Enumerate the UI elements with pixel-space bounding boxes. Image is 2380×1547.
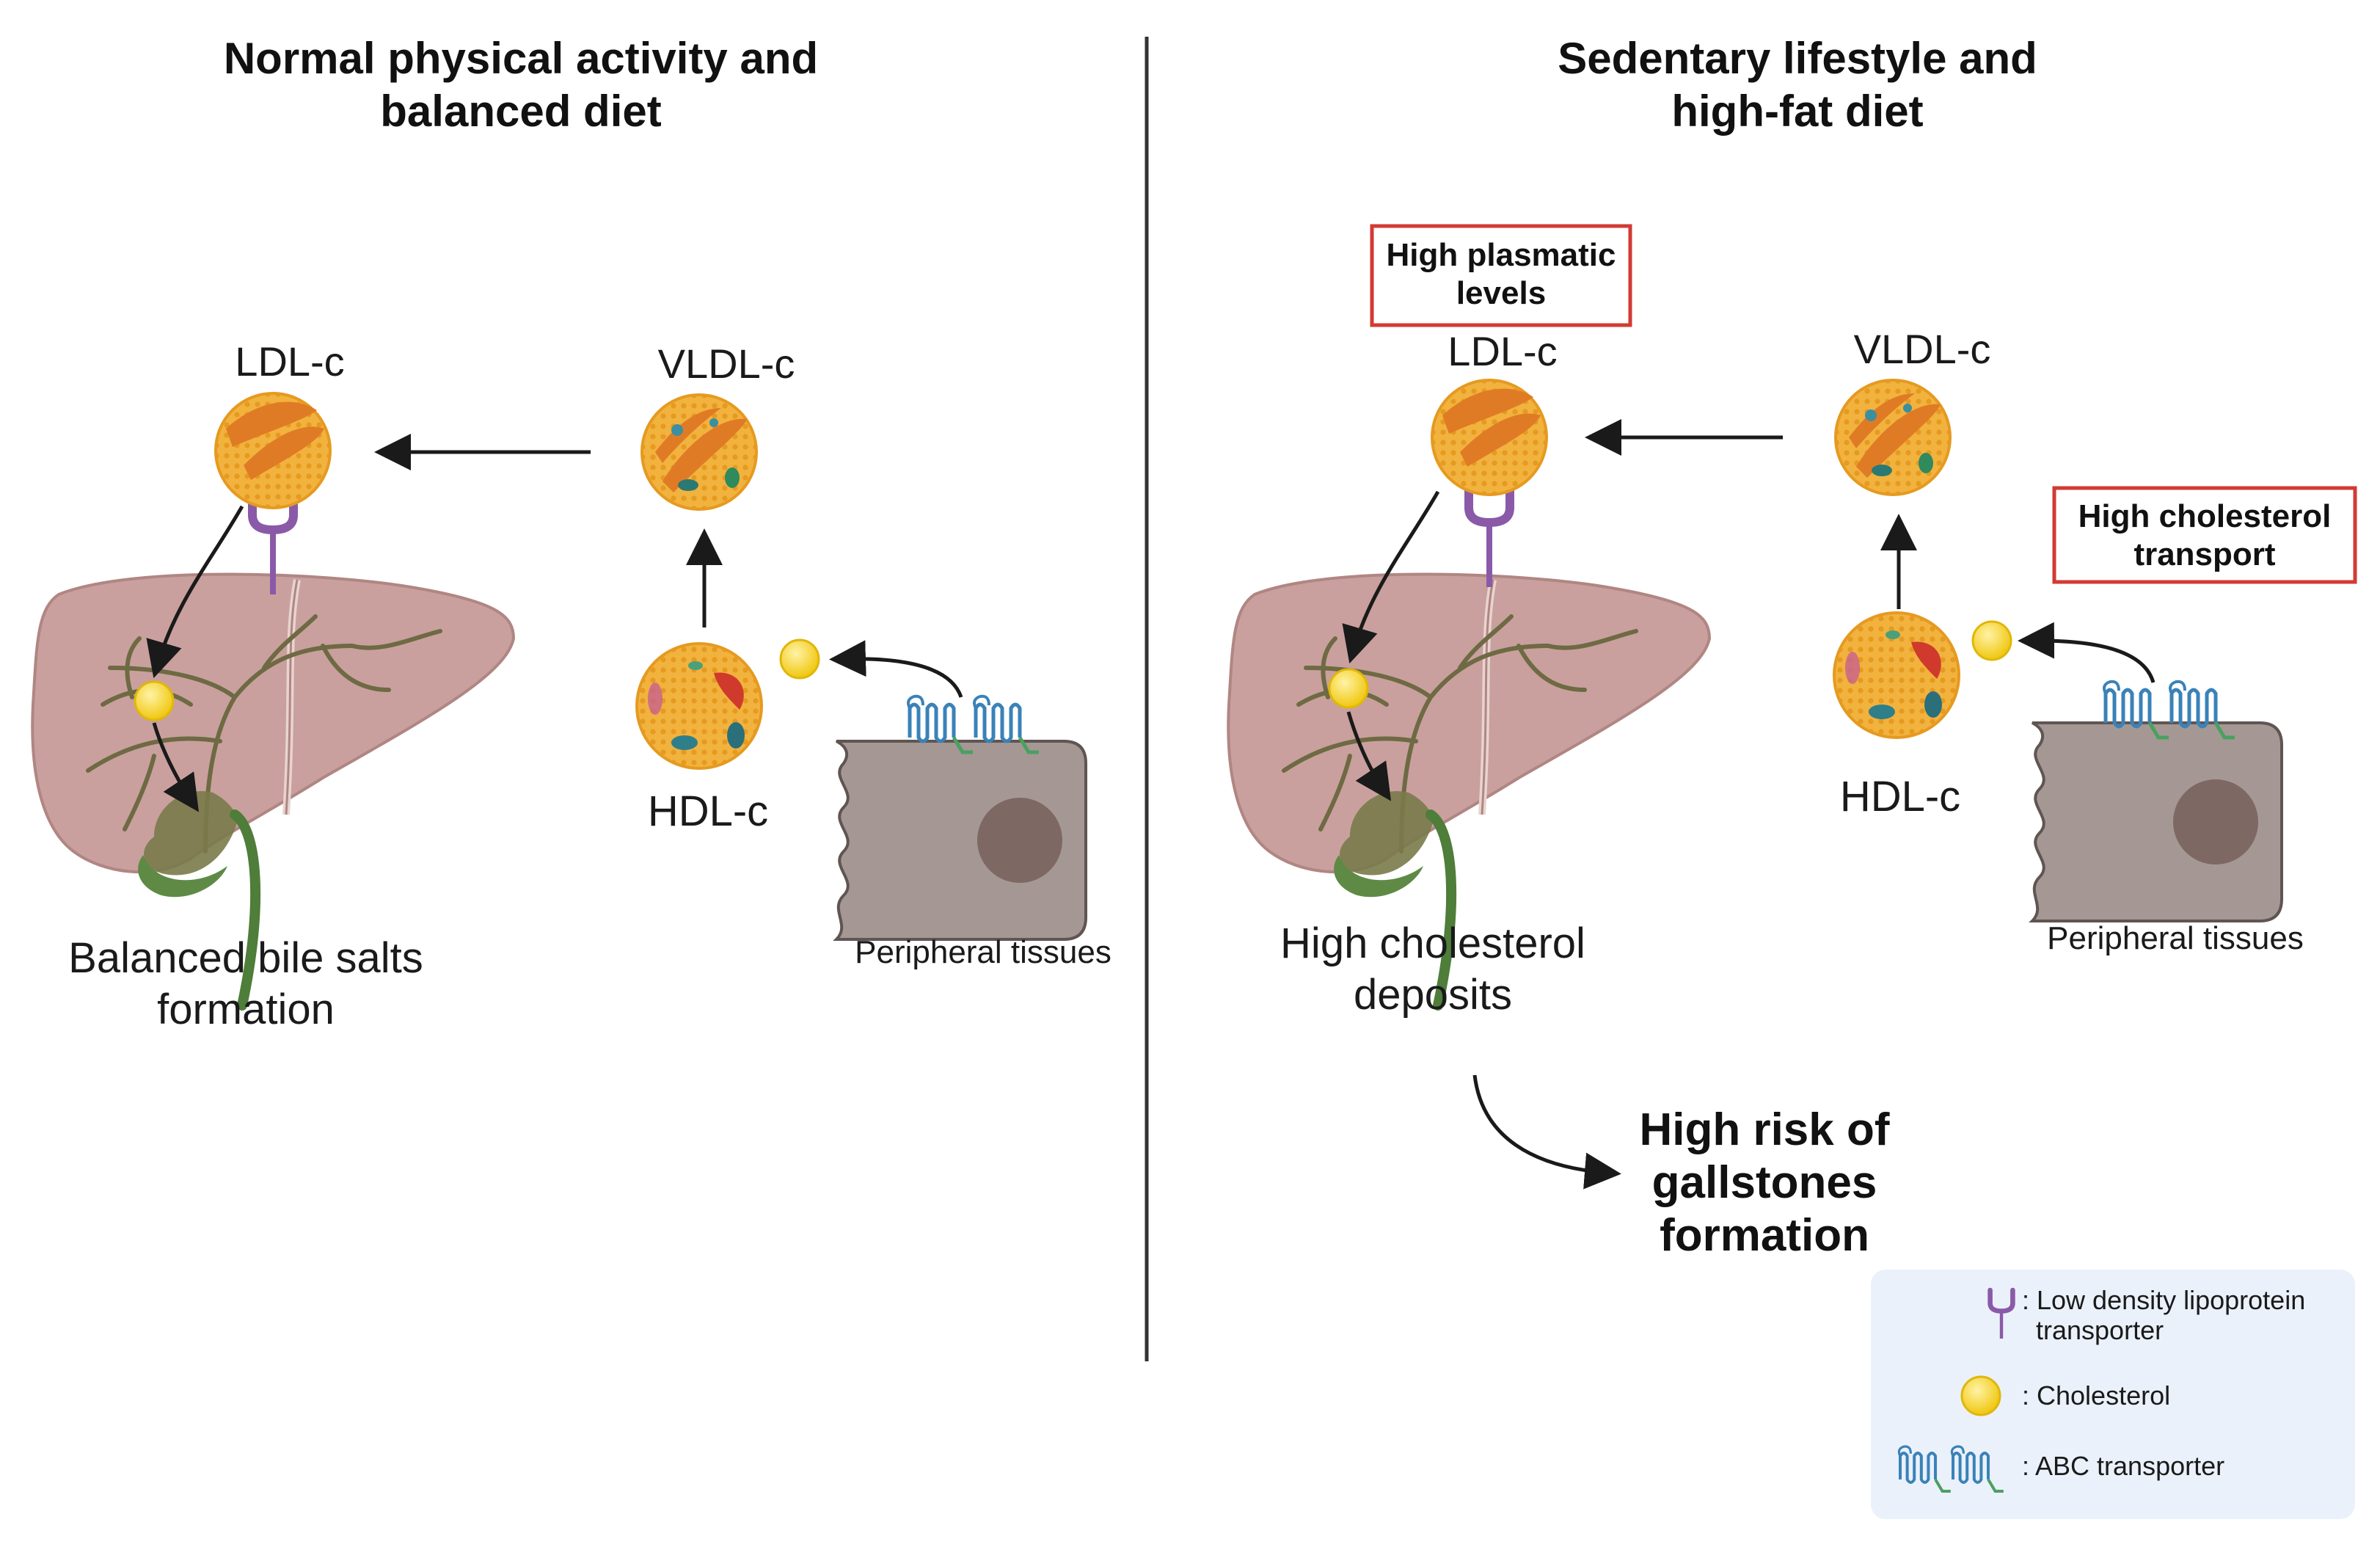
right-title-line1: Sedentary lifestyle and [1558, 34, 2037, 83]
left-panel: Normal physical activity and balanced di… [32, 34, 1111, 1033]
left-ldl-label: LDL-c [235, 338, 344, 385]
left-ldl-particle [214, 392, 332, 509]
left-vldl-particle [640, 393, 758, 511]
transport-alert-line1: High cholesterol [2078, 498, 2332, 534]
left-cholesterol-liver [134, 680, 175, 721]
right-cholesterol-free [1971, 620, 2012, 661]
left-arrow-liver-to-gallbladder [152, 722, 200, 812]
risk-line2: gallstones [1652, 1157, 1877, 1208]
left-vldl-label: VLDL-c [658, 341, 795, 387]
right-arrow-ldl-to-liver [1342, 490, 1440, 664]
right-ldl-particle [1431, 379, 1548, 496]
risk-line1: High risk of [1639, 1104, 1889, 1155]
left-arrow-ldl-to-liver [146, 505, 244, 679]
plasmatic-alert-box [1370, 224, 1632, 327]
right-outcome-line2: deposits [1354, 971, 1512, 1019]
right-peripheral-label: Peripheral tissues [2047, 920, 2304, 956]
right-vldl-label: VLDL-c [1854, 326, 1991, 372]
right-hdl-particle [1833, 611, 1960, 739]
right-arrow-cell-to-hdl [2018, 622, 2155, 683]
right-hdl-label: HDL-c [1840, 773, 1960, 820]
left-cholesterol-free [779, 638, 820, 680]
plasmatic-alert-line1: High plasmatic [1387, 237, 1616, 273]
legend-abc-text: : ABC transporter [2022, 1451, 2224, 1481]
right-peripheral-cell [2031, 721, 2283, 922]
risk-line3: formation [1660, 1210, 1869, 1261]
left-hdl-label: HDL-c [648, 787, 768, 835]
plasmatic-alert-line2: levels [1456, 275, 1546, 311]
transport-alert-box [2052, 486, 2357, 584]
left-hdl-particle [635, 642, 763, 770]
right-ldl-label: LDL-c [1448, 328, 1557, 374]
left-title-line2: balanced diet [380, 87, 661, 136]
left-outcome-line2: formation [157, 986, 335, 1033]
legend-ldl-transporter-line2: transporter [2036, 1315, 2164, 1345]
legend-cholesterol-icon [1960, 1375, 2001, 1416]
right-outcome-line1: High cholesterol [1280, 920, 1585, 967]
legend: : Low density lipoprotein transporter : … [1871, 1270, 2355, 1519]
left-peripheral-cell [835, 740, 1087, 941]
right-panel: Sedentary lifestyle and high-fat diet Hi… [1228, 34, 2357, 1261]
right-vldl-particle [1834, 379, 1952, 496]
left-peripheral-label: Peripheral tissues [855, 934, 1111, 970]
right-arrow-liver-to-gallbladder [1346, 711, 1392, 801]
right-cholesterol-liver [1328, 668, 1369, 709]
left-outcome-line1: Balanced bile salts [68, 934, 423, 982]
legend-ldl-transporter-line1: : Low density lipoprotein [2022, 1285, 2305, 1315]
right-ldl-receptor [1469, 484, 1510, 587]
right-title-line2: high-fat diet [1671, 87, 1923, 136]
left-title-line1: Normal physical activity and [224, 34, 818, 83]
legend-receptor-icon [1987, 1287, 2015, 1339]
legend-background [1871, 1270, 2355, 1519]
left-arrow-cell-to-hdl [829, 640, 963, 698]
transport-alert-line2: transport [2133, 536, 2275, 572]
right-arrow-to-risk [1472, 1074, 1621, 1190]
legend-cholesterol-text: : Cholesterol [2022, 1380, 2170, 1410]
